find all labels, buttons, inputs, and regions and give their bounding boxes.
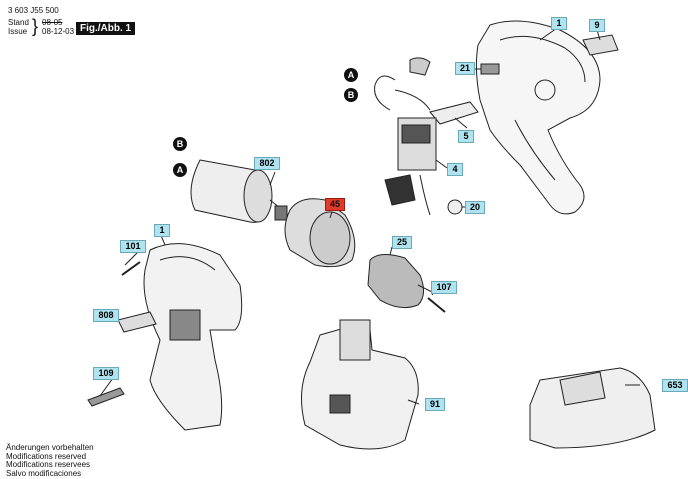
footer-line-de: Änderungen vorbehalten bbox=[6, 443, 94, 452]
connector-a-top: A bbox=[344, 68, 358, 82]
callout-107: 107 bbox=[431, 281, 457, 294]
brace-icon: } bbox=[32, 16, 39, 36]
part-number: 3 603 J55 500 bbox=[8, 6, 59, 15]
callout-1-top: 1 bbox=[551, 17, 567, 30]
callout-109: 109 bbox=[93, 367, 119, 380]
callout-101: 101 bbox=[120, 240, 146, 253]
footer-notes: Änderungen vorbehalten Modifications res… bbox=[6, 443, 94, 478]
connector-b-motor: B bbox=[173, 137, 187, 151]
callout-802: 802 bbox=[254, 157, 280, 170]
callout-808: 808 bbox=[93, 309, 119, 322]
callout-20: 20 bbox=[465, 201, 485, 214]
connector-b-top: B bbox=[344, 88, 358, 102]
callout-9: 9 bbox=[589, 19, 605, 32]
date-current: 08-12-03 bbox=[42, 27, 75, 36]
callout-21: 21 bbox=[455, 62, 475, 75]
callout-25: 25 bbox=[392, 236, 412, 249]
connector-a-motor: A bbox=[173, 163, 187, 177]
callout-91: 91 bbox=[425, 398, 445, 411]
callout-1-left: 1 bbox=[154, 224, 170, 237]
callout-4: 4 bbox=[447, 163, 463, 176]
callout-5: 5 bbox=[458, 130, 474, 143]
issue-label: Issue bbox=[8, 27, 28, 36]
figure-label: Fig./Abb. 1 bbox=[76, 22, 136, 35]
footer-line-en: Modifications reserved bbox=[6, 451, 87, 461]
footer-line-es: Salvo modificaciones bbox=[6, 468, 82, 478]
footer-line-fr: Modifications reservees bbox=[6, 460, 91, 469]
stand-label: Stand bbox=[8, 18, 29, 27]
callout-653: 653 bbox=[662, 379, 688, 392]
date-struck: 08-05 bbox=[42, 18, 63, 27]
callout-45: 45 bbox=[325, 198, 345, 211]
